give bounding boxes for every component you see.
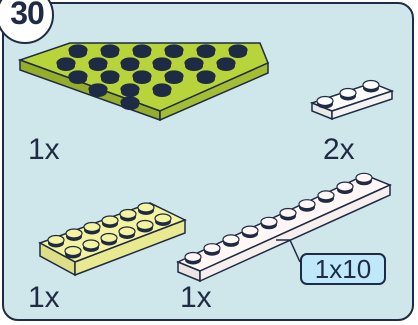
stud-top — [196, 44, 216, 56]
stud-top — [65, 228, 83, 239]
stud-top — [136, 219, 154, 231]
stud-top — [228, 44, 248, 56]
length-callout: 1x10 — [300, 253, 386, 285]
stud-top — [298, 199, 316, 210]
stud-top — [68, 70, 88, 82]
stud-top — [203, 243, 221, 254]
stud-top — [317, 190, 335, 201]
stud-top — [152, 57, 172, 69]
step-number: 30 — [10, 0, 45, 31]
stud-top — [279, 207, 297, 219]
stud-top — [241, 225, 259, 236]
stud-top — [154, 213, 172, 224]
stud-top — [100, 232, 118, 244]
stud-top — [196, 70, 216, 82]
stud-top — [355, 172, 373, 183]
quantity-label: 1x — [28, 281, 60, 314]
stud-top — [222, 234, 240, 245]
quantity-label: 2x — [323, 133, 355, 166]
stud-top — [47, 234, 65, 246]
quantity-label: 1x — [180, 281, 212, 314]
stud-top — [152, 83, 172, 95]
callout-pointer — [276, 239, 301, 263]
stud-top — [164, 44, 184, 56]
yellow-plate-2x6 — [38, 202, 187, 277]
stud-top — [83, 221, 101, 233]
lime-wedge-plate — [17, 42, 269, 122]
stud-top — [316, 95, 334, 107]
stud-top — [100, 70, 120, 82]
stud-top — [88, 57, 108, 69]
stud-top — [120, 83, 140, 95]
stud-top — [88, 83, 108, 95]
stud-top — [184, 251, 202, 263]
stud-top — [82, 239, 100, 250]
white-plate-1x3 — [309, 79, 395, 121]
stud-top — [184, 57, 204, 69]
stud-top — [119, 208, 137, 220]
stud-top — [362, 79, 380, 91]
stud-top — [336, 181, 354, 192]
stud-top — [68, 44, 88, 56]
stud-top — [216, 57, 236, 69]
stud-top — [120, 96, 140, 108]
stud-top — [101, 215, 119, 226]
stud-top — [164, 70, 184, 82]
stud-top — [64, 245, 82, 257]
stud-top — [260, 216, 278, 227]
stud-top — [100, 44, 120, 56]
stud-top — [339, 87, 357, 99]
stud-top — [56, 57, 76, 69]
stud-top — [137, 202, 155, 213]
white-plate-1x10 — [176, 172, 392, 283]
stud-top — [118, 226, 136, 237]
quantity-label: 1x — [28, 133, 60, 166]
stud-top — [132, 44, 152, 56]
stud-top — [132, 70, 152, 82]
stud-top — [120, 57, 140, 69]
